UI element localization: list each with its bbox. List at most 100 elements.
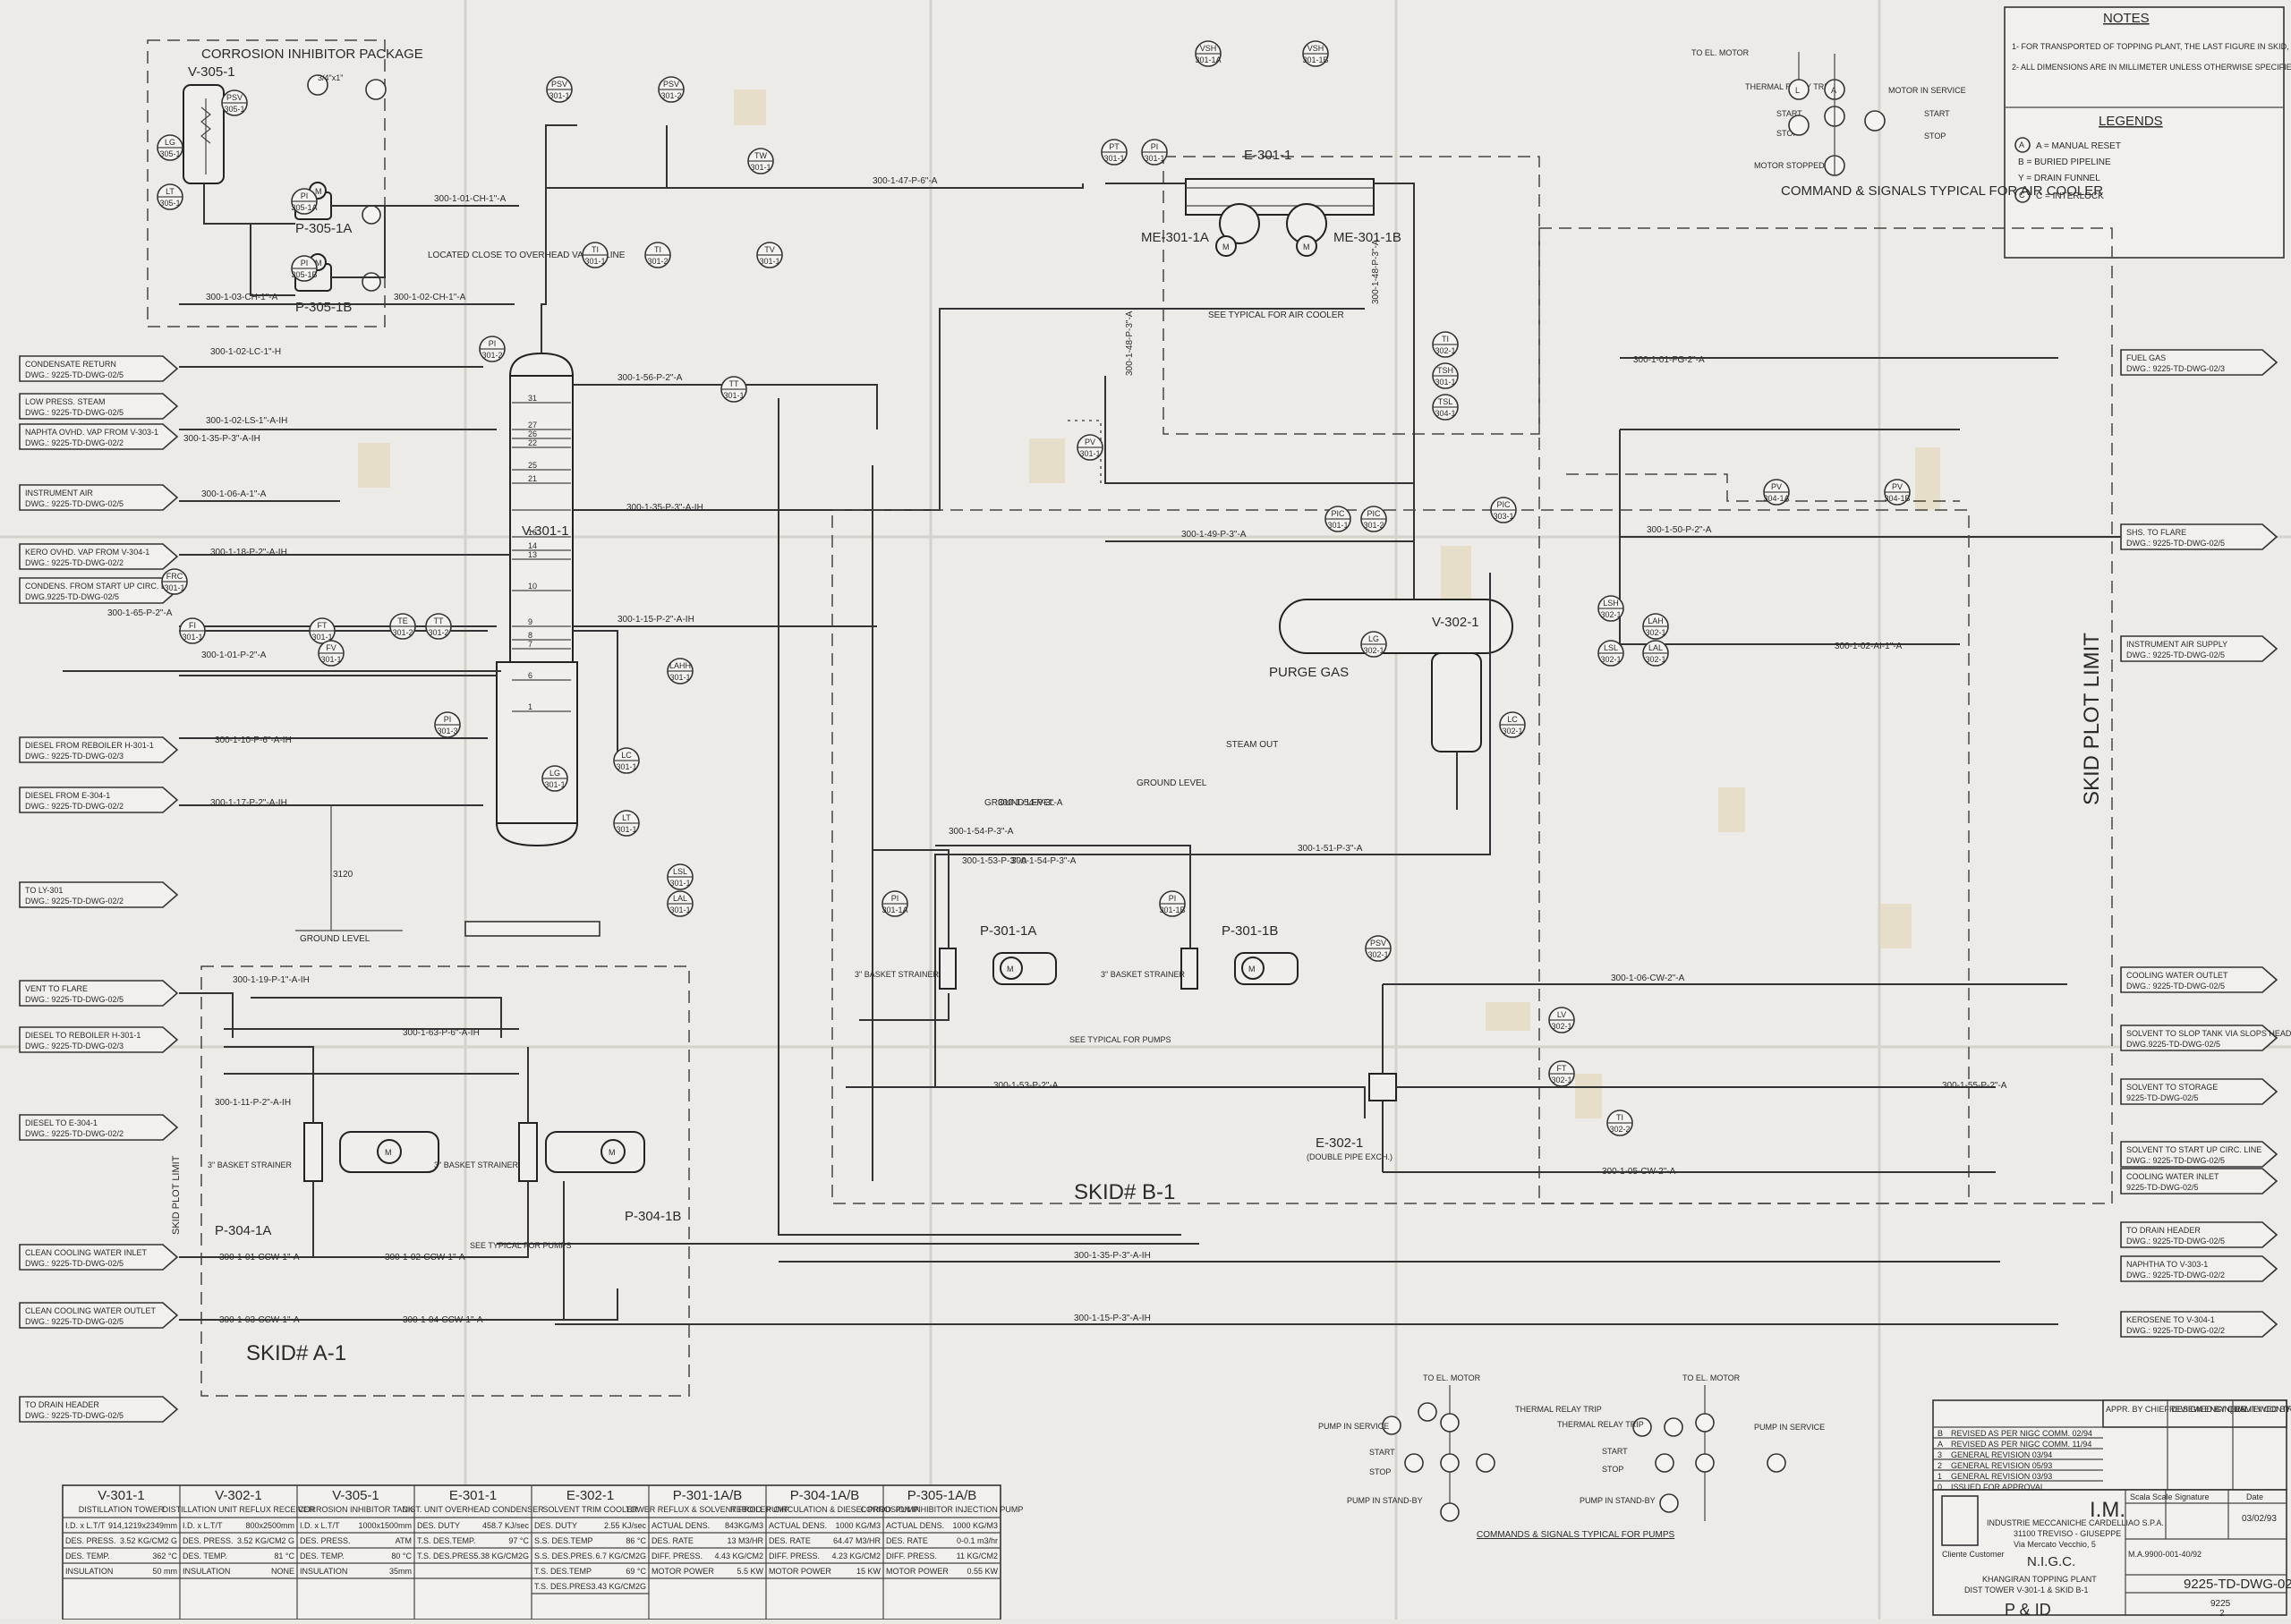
svg-text:Date: Date bbox=[2246, 1492, 2263, 1501]
right-connection-label: NAPHTHA TO V-303-1 bbox=[2126, 1260, 2208, 1269]
instrument-number: 301-1 bbox=[544, 780, 565, 789]
equipment-param: DES. DUTY bbox=[534, 1521, 577, 1530]
equipment-value: 800x2500mm bbox=[245, 1521, 294, 1530]
equipment-value: 2.55 KJ/sec bbox=[604, 1521, 647, 1530]
equipment-param: DES. TEMP. bbox=[65, 1552, 110, 1560]
instrument-number: 303-1 bbox=[1493, 512, 1513, 521]
svg-text:START: START bbox=[1369, 1448, 1395, 1457]
equipment-tag: V-302-1 bbox=[215, 1488, 262, 1503]
svg-text:GROUND LEVEL: GROUND LEVEL bbox=[1137, 778, 1207, 788]
right-connection-ref: DWG.: 9225-TD-DWG-02/5 bbox=[2126, 539, 2225, 548]
equipment-value: 35mm bbox=[389, 1567, 412, 1576]
equipment-value: 97 °C bbox=[508, 1536, 529, 1545]
instrument-tag: PSV bbox=[1370, 939, 1386, 948]
left-connection-ref: DWG.: 9225-TD-DWG-02/3 bbox=[25, 752, 123, 761]
instrument-tag: PI bbox=[1169, 894, 1177, 903]
instrument-number: 301-1 bbox=[549, 91, 569, 100]
instrument-number: 301-1 bbox=[1103, 154, 1124, 163]
revision-text: REVISED AS PER NIGC COMM. 02/94 bbox=[1951, 1429, 2092, 1438]
right-connection-label: SOLVENT TO STORAGE bbox=[2126, 1083, 2218, 1092]
svg-text:MOTOR STOPPED: MOTOR STOPPED bbox=[1754, 161, 1825, 170]
instrument-tag: PI bbox=[301, 191, 309, 200]
instrument-tag: FV bbox=[326, 643, 336, 652]
instrument-number: 301-2 bbox=[1363, 521, 1384, 530]
tower-tag: V-301-1 bbox=[522, 523, 569, 539]
svg-text:3" BASKET STRAINER: 3" BASKET STRAINER bbox=[434, 1161, 519, 1169]
left-connection-ref: DWG.: 9225-TD-DWG-02/2 bbox=[25, 1129, 123, 1138]
instrument-number: 301-1 bbox=[616, 762, 636, 771]
equipment-value: 69 °C bbox=[626, 1567, 646, 1576]
svg-text:M: M bbox=[385, 1148, 392, 1157]
left-connection-label: CLEAN COOLING WATER INLET bbox=[25, 1248, 148, 1257]
svg-text:MOTOR IN SERVICE: MOTOR IN SERVICE bbox=[1888, 86, 1966, 95]
svg-text:SEE TYPICAL FOR PUMPS: SEE TYPICAL FOR PUMPS bbox=[1069, 1035, 1171, 1044]
svg-text:10: 10 bbox=[528, 582, 537, 591]
svg-text:APPR. BY CHIEF DESIGN ENGINEER: APPR. BY CHIEF DESIGN ENGINEER bbox=[2106, 1405, 2247, 1414]
instrument-bubble: LAHH 301-1 bbox=[667, 658, 694, 684]
equipment-param: ACTUAL DENS. bbox=[769, 1521, 827, 1530]
equipment-value: 3.52 KG/CM2 G bbox=[237, 1536, 294, 1545]
svg-text:START: START bbox=[1776, 109, 1802, 118]
instrument-number: 301-1 bbox=[669, 673, 690, 682]
svg-text:300-1-03-CH-1"-A: 300-1-03-CH-1"-A bbox=[206, 293, 278, 302]
instrument-number: 301-1 bbox=[1435, 378, 1455, 387]
equipment-value: 3.52 KG/CM2 G bbox=[120, 1536, 177, 1545]
svg-text:300-1-06-CW-2"-A: 300-1-06-CW-2"-A bbox=[1611, 974, 1685, 983]
instrument-number: 302-1 bbox=[1600, 655, 1621, 664]
equipment-param: T.S. DES.PRES. bbox=[534, 1582, 593, 1591]
instrument-number: 302-1 bbox=[1645, 628, 1665, 637]
svg-text:TO EL. MOTOR: TO EL. MOTOR bbox=[1682, 1373, 1741, 1382]
equipment-param: DES. RATE bbox=[652, 1536, 694, 1545]
svg-text:31100 TREVISO - GIUSEPPE: 31100 TREVISO - GIUSEPPE bbox=[2014, 1529, 2121, 1538]
equipment-name: REBOILER CIRCULATION & DIESEL PROD. PUMP bbox=[730, 1505, 919, 1514]
svg-text:INDUSTRIE MECCANICHE CARDELLIA: INDUSTRIE MECCANICHE CARDELLIAO S.P.A. bbox=[1987, 1518, 2164, 1527]
instrument-tag: LAHH bbox=[669, 661, 691, 670]
svg-text:300-1-35-P-3"-A-IH: 300-1-35-P-3"-A-IH bbox=[1074, 1251, 1151, 1261]
equipment-param: DIFF. PRESS. bbox=[652, 1552, 703, 1560]
instrument-number: 301-2 bbox=[392, 628, 413, 637]
equipment-value: 64.47 M3/HR bbox=[833, 1536, 881, 1545]
instrument-tag: TI bbox=[1442, 335, 1449, 344]
right-connection-ref: DWG.: 9225-TD-DWG-02/5 bbox=[2126, 1237, 2225, 1246]
left-connection-label: INSTRUMENT AIR bbox=[25, 489, 93, 497]
right-connection-ref: DWG.: 9225-TD-DWG-02/3 bbox=[2126, 364, 2225, 373]
equipment-value: 1000x1500mm bbox=[358, 1521, 412, 1530]
left-connection-label: DIESEL TO REBOILER H-301-1 bbox=[25, 1031, 141, 1040]
svg-text:M: M bbox=[315, 259, 322, 268]
skid-a-title: SKID# A-1 bbox=[246, 1341, 346, 1365]
sheet-number: 2 bbox=[2219, 1609, 2225, 1619]
left-connection-label: LOW PRESS. STEAM bbox=[25, 397, 106, 406]
instrument-tag: PV bbox=[1771, 482, 1782, 491]
svg-text:300-1-01-P-2"-A: 300-1-01-P-2"-A bbox=[201, 650, 267, 660]
revision-number: B bbox=[1938, 1429, 1943, 1438]
instrument-tag: LAH bbox=[1648, 616, 1664, 625]
left-connection-ref: DWG.: 9225-TD-DWG-02/2 bbox=[25, 802, 123, 811]
left-connection-label: NAPHTA OVHD. VAP FROM V-303-1 bbox=[25, 428, 158, 437]
left-connection-label: CONDENS. FROM START UP CIRC. LINE bbox=[25, 582, 179, 591]
